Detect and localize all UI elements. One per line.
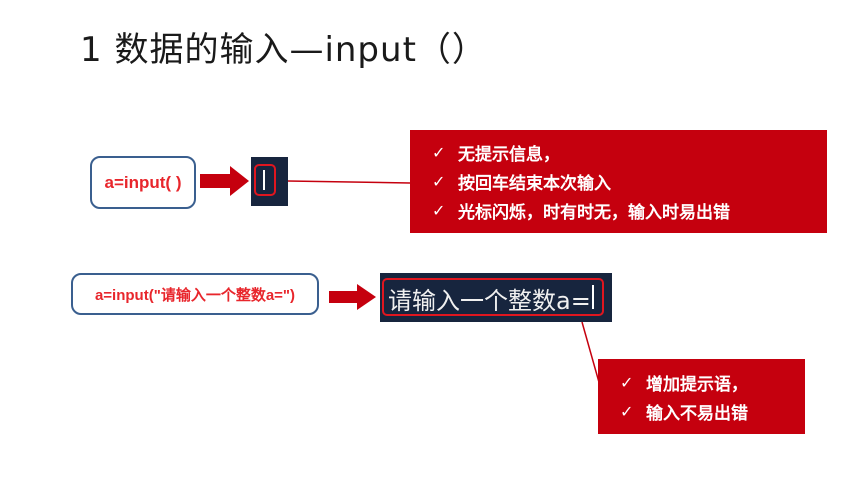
terminal-prompt-text: 请输入一个整数a= [388, 287, 591, 315]
text-cursor [263, 170, 265, 190]
note-item: ✓ 输入不易出错 [620, 397, 805, 426]
check-icon: ✓ [432, 201, 446, 220]
note-no-prompt: ✓ 无提示信息， ✓ 按回车结束本次输入 ✓ 光标闪烁，时有时无，输入时易出错 [410, 130, 827, 233]
highlight-frame [382, 278, 604, 316]
terminal-empty [251, 157, 288, 206]
note-item: ✓ 光标闪烁，时有时无，输入时易出错 [432, 196, 827, 225]
arrow-right-icon [200, 166, 249, 196]
terminal-with-prompt: 请输入一个整数a= [380, 273, 612, 322]
note-with-prompt: ✓ 增加提示语， ✓ 输入不易出错 [598, 359, 805, 434]
slide-title: 1 数据的输入—input（） [80, 30, 487, 70]
check-icon: ✓ [432, 172, 446, 191]
connector-line [287, 180, 411, 184]
highlight-frame [254, 164, 276, 196]
note-item: ✓ 增加提示语， [620, 368, 805, 397]
code-input-plain: a=input( ) [90, 156, 196, 209]
note-text: 光标闪烁，时有时无，输入时易出错 [458, 203, 730, 223]
note-text: 无提示信息， [458, 145, 560, 165]
note-item: ✓ 无提示信息， [432, 138, 827, 167]
check-icon: ✓ [432, 143, 446, 162]
note-text: 按回车结束本次输入 [458, 174, 611, 194]
code-input-with-prompt: a=input("请输入一个整数a=") [71, 273, 319, 315]
note-item: ✓ 按回车结束本次输入 [432, 167, 827, 196]
note-text: 增加提示语， [646, 375, 748, 395]
text-cursor [592, 285, 594, 309]
note-text: 输入不易出错 [646, 404, 748, 424]
check-icon: ✓ [620, 402, 634, 421]
check-icon: ✓ [620, 373, 634, 392]
arrow-right-icon [329, 284, 376, 310]
